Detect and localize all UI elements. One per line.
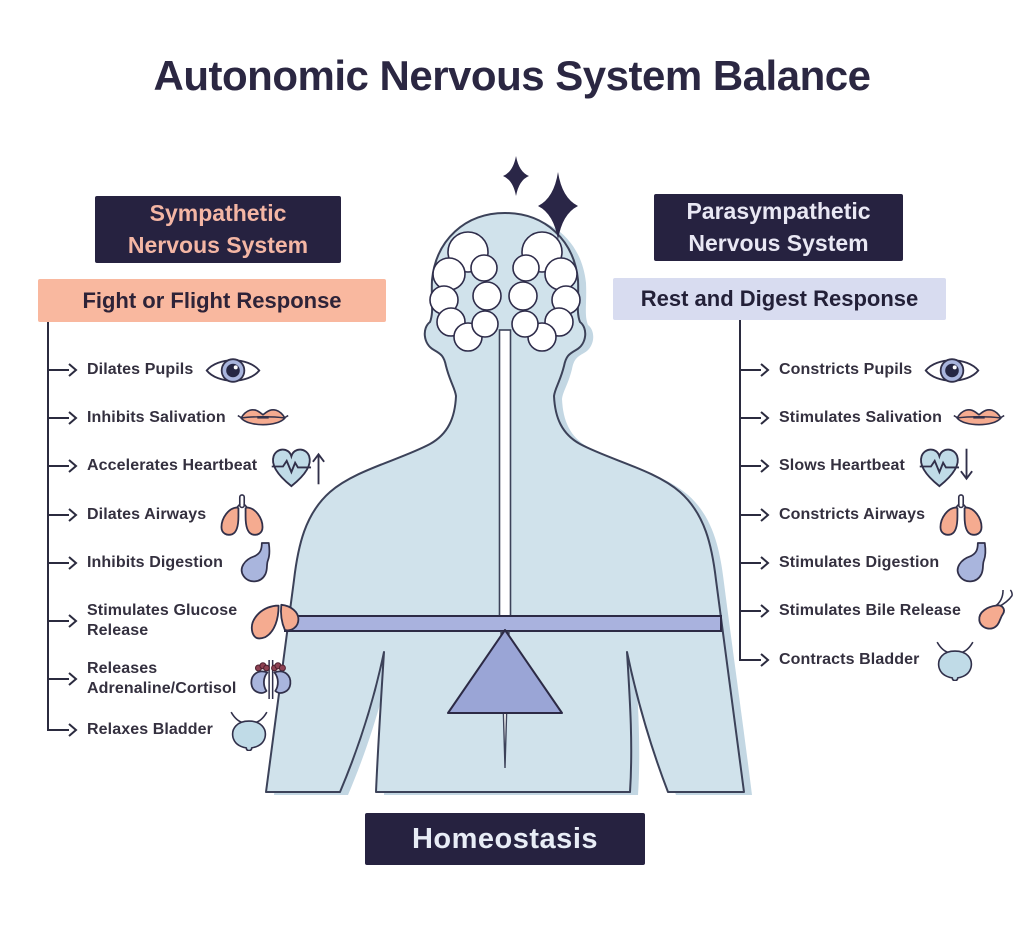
header-line: Parasympathetic [686,198,871,225]
bracket-line [47,322,49,730]
rest-and-digest-banner: Rest and Digest Response [613,278,946,320]
balance-beam [284,615,722,632]
bracket-line [739,320,741,660]
homeostasis-label: Homeostasis [365,813,645,865]
fight-or-flight-banner: Fight or Flight Response [38,279,386,322]
sparkle-icon [503,156,529,196]
parasympathetic-header: Parasympathetic Nervous System [654,194,903,261]
balance-fulcrum [447,629,563,714]
spine [498,329,512,619]
brain-icon [429,231,581,352]
header-line: Nervous System [127,231,309,258]
sympathetic-header: Sympathetic Nervous System [95,196,341,263]
sparkle-icon [538,172,578,240]
header-line: Sympathetic [149,200,287,227]
page-title: Autonomic Nervous System Balance [153,52,871,99]
header-line: Nervous System [688,229,869,256]
